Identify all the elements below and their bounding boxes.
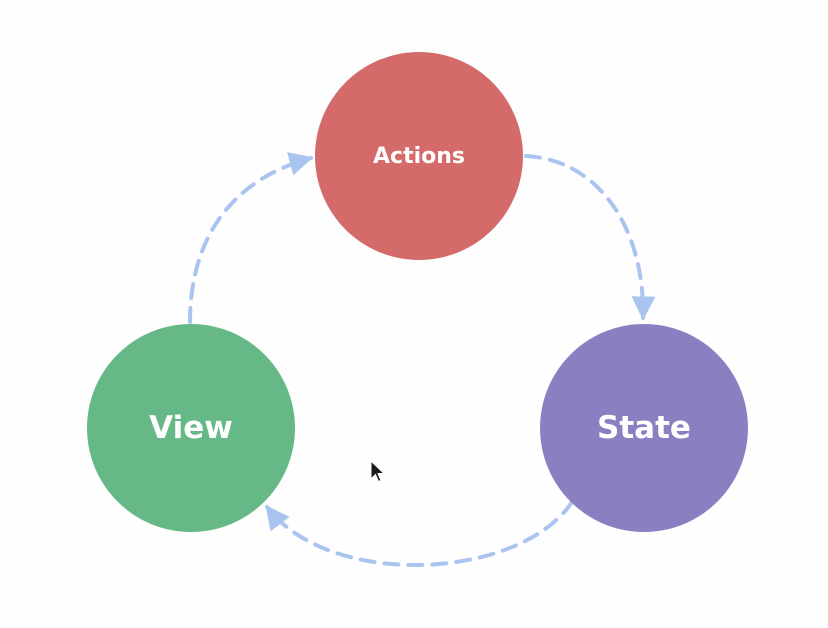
edge-view-to-actions (188, 152, 314, 324)
node-view: View (87, 324, 295, 532)
edge-actions-to-state (524, 154, 656, 321)
node-state-label: State (597, 410, 691, 446)
node-actions: Actions (315, 52, 523, 260)
edge-state-to-view (265, 500, 574, 567)
node-actions-label: Actions (373, 143, 465, 169)
node-view-label: View (149, 410, 233, 446)
node-state: State (540, 324, 748, 532)
mouse-pointer-icon (370, 460, 386, 483)
